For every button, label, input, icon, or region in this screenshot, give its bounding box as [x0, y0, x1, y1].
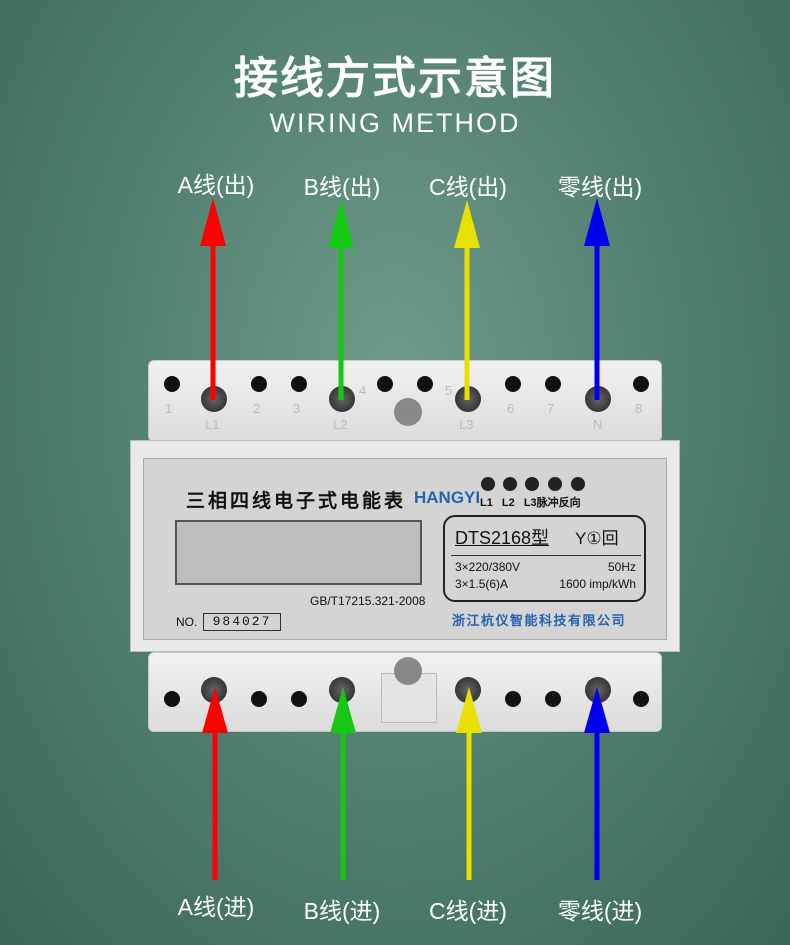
indicator-l1: L1: [480, 497, 493, 509]
page-subtitle: WIRING METHOD: [269, 108, 521, 138]
label-n-out: 零线(出): [557, 174, 643, 200]
terminal-number: L2: [333, 417, 348, 432]
led-l1: [481, 477, 495, 491]
arrow-c-in: [456, 687, 482, 880]
terminal-number: L3: [459, 417, 474, 432]
current-rating: 3×1.5(6)A: [455, 577, 509, 591]
manufacturer: 浙江杭仪智能科技有限公司: [452, 614, 627, 629]
arrow-b-in: [330, 687, 356, 880]
terminal-number: 3: [293, 401, 301, 416]
led-l3: [525, 477, 539, 491]
arrow-b-out: [328, 200, 354, 400]
terminal-number: 2: [253, 401, 261, 416]
arrow-c-out: [454, 200, 480, 400]
label-b-out: B线(出): [303, 174, 381, 200]
spec-box: DTS2168型 Y①回 3×220/380V 50Hz 3×1.5(6)A 1…: [443, 515, 646, 602]
terminal-number: L1: [205, 417, 220, 432]
terminal-number: N: [593, 417, 603, 432]
terminal-number: 5: [445, 383, 453, 398]
terminal-number: 4: [359, 383, 367, 398]
bottom-terminal-block: [148, 652, 662, 732]
led-pulse: [548, 477, 562, 491]
indicator-labels: L1 L2 L3脉冲反向: [480, 494, 581, 510]
label-c-out: C线(出): [429, 174, 507, 200]
label-a-out: A线(出): [177, 172, 255, 198]
serial-label: NO.: [176, 615, 198, 629]
arrow-n-out: [584, 198, 610, 400]
page-title: 接线方式示意图: [234, 53, 556, 104]
terminal-number: 8: [635, 401, 643, 416]
led-reverse: [571, 477, 585, 491]
lcd-display: [175, 520, 422, 585]
arrow-a-out: [200, 198, 226, 400]
indicator-pulse-reverse: 脉冲反向: [536, 497, 581, 509]
meter-constant: 1600 imp/kWh: [559, 577, 636, 591]
led-l2: [503, 477, 517, 491]
indicator-l3: L3: [523, 497, 537, 509]
indicator-l2: L2: [501, 497, 515, 509]
arrow-n-in: [584, 687, 610, 880]
label-c-in: C线(进): [429, 898, 507, 924]
model-number: DTS2168型: [455, 528, 550, 548]
certification-symbols: Y①回: [575, 529, 619, 548]
brand-logo: HANGYI: [414, 488, 481, 507]
frequency-rating: 50Hz: [607, 560, 636, 574]
terminal-number: 7: [547, 401, 555, 416]
terminal-number: 6: [507, 401, 515, 416]
standard-number: GB/T17215.321-2008: [310, 594, 426, 608]
meter-name: 三相四线电子式电能表: [186, 490, 407, 512]
label-n-in: 零线(进): [557, 898, 643, 924]
serial-number: 984027: [203, 613, 281, 631]
voltage-rating: 3×220/380V: [455, 560, 521, 574]
terminal-number: 1: [165, 401, 173, 416]
label-a-in: A线(进): [177, 894, 255, 920]
label-b-in: B线(进): [303, 898, 381, 924]
arrow-a-in: [202, 687, 228, 880]
